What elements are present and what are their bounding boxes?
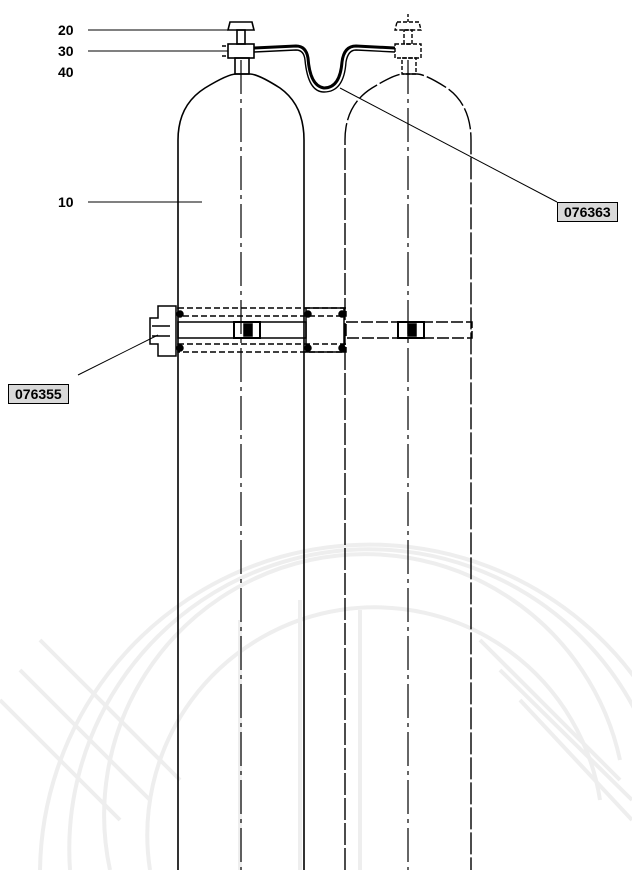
- bracket-front-bar: [177, 321, 307, 339]
- left-buckle: [233, 321, 261, 339]
- left-valve-stem: [236, 29, 246, 45]
- left-cylinder-neck: [234, 57, 250, 75]
- leader-lines: [77, 29, 558, 376]
- manifold-hose: [253, 44, 396, 93]
- part-number-076355: 076355: [8, 384, 69, 404]
- callout-10: 10: [58, 194, 74, 210]
- mounting-bracket: [149, 305, 473, 357]
- leader-076355: [77, 334, 159, 376]
- right-valve-handwheel: [394, 21, 422, 31]
- leader-076363: [339, 87, 558, 203]
- right-cylinder-neck: [401, 57, 417, 75]
- callout-20: 20: [58, 22, 74, 38]
- bracket-middle-block: [305, 307, 345, 353]
- callout-30: 30: [58, 43, 74, 59]
- right-buckle: [397, 321, 425, 339]
- right-cylinder: [344, 14, 472, 870]
- bracket-bottom-bar: [177, 343, 347, 353]
- bracket-left-clamp: [149, 305, 177, 357]
- left-valve-handwheel: [226, 21, 256, 31]
- right-valve-stem: [403, 29, 413, 45]
- callout-40: 40: [58, 64, 74, 80]
- bracket-top-bar: [177, 307, 347, 317]
- right-valve-body: [394, 43, 422, 59]
- watermark-seal: [0, 542, 632, 870]
- left-cylinder: [177, 21, 305, 870]
- left-valve-body: [227, 43, 255, 59]
- part-number-076363: 076363: [557, 202, 618, 222]
